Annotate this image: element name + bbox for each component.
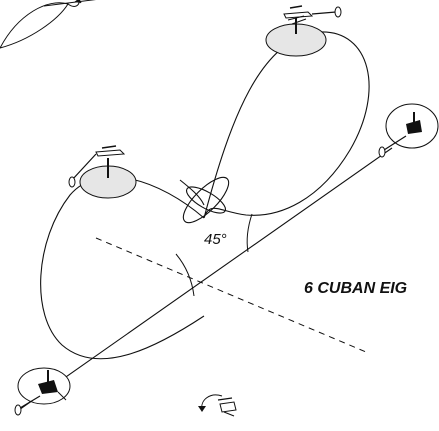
flight-path bbox=[15, 31, 393, 413]
angle-arcs bbox=[175, 213, 253, 297]
helicopter-icon bbox=[14, 367, 71, 416]
helicopter-icon bbox=[68, 145, 137, 199]
reference-dashed-line bbox=[95, 237, 367, 353]
helicopter-icon bbox=[265, 5, 342, 57]
helicopter-icon bbox=[378, 103, 439, 158]
rotation-arrow-icon bbox=[198, 394, 237, 417]
top-left-partial-loop bbox=[0, 0, 97, 49]
maneuver-title: 6 CUBAN EIG bbox=[304, 280, 407, 297]
angle-label: 45° bbox=[204, 231, 227, 248]
